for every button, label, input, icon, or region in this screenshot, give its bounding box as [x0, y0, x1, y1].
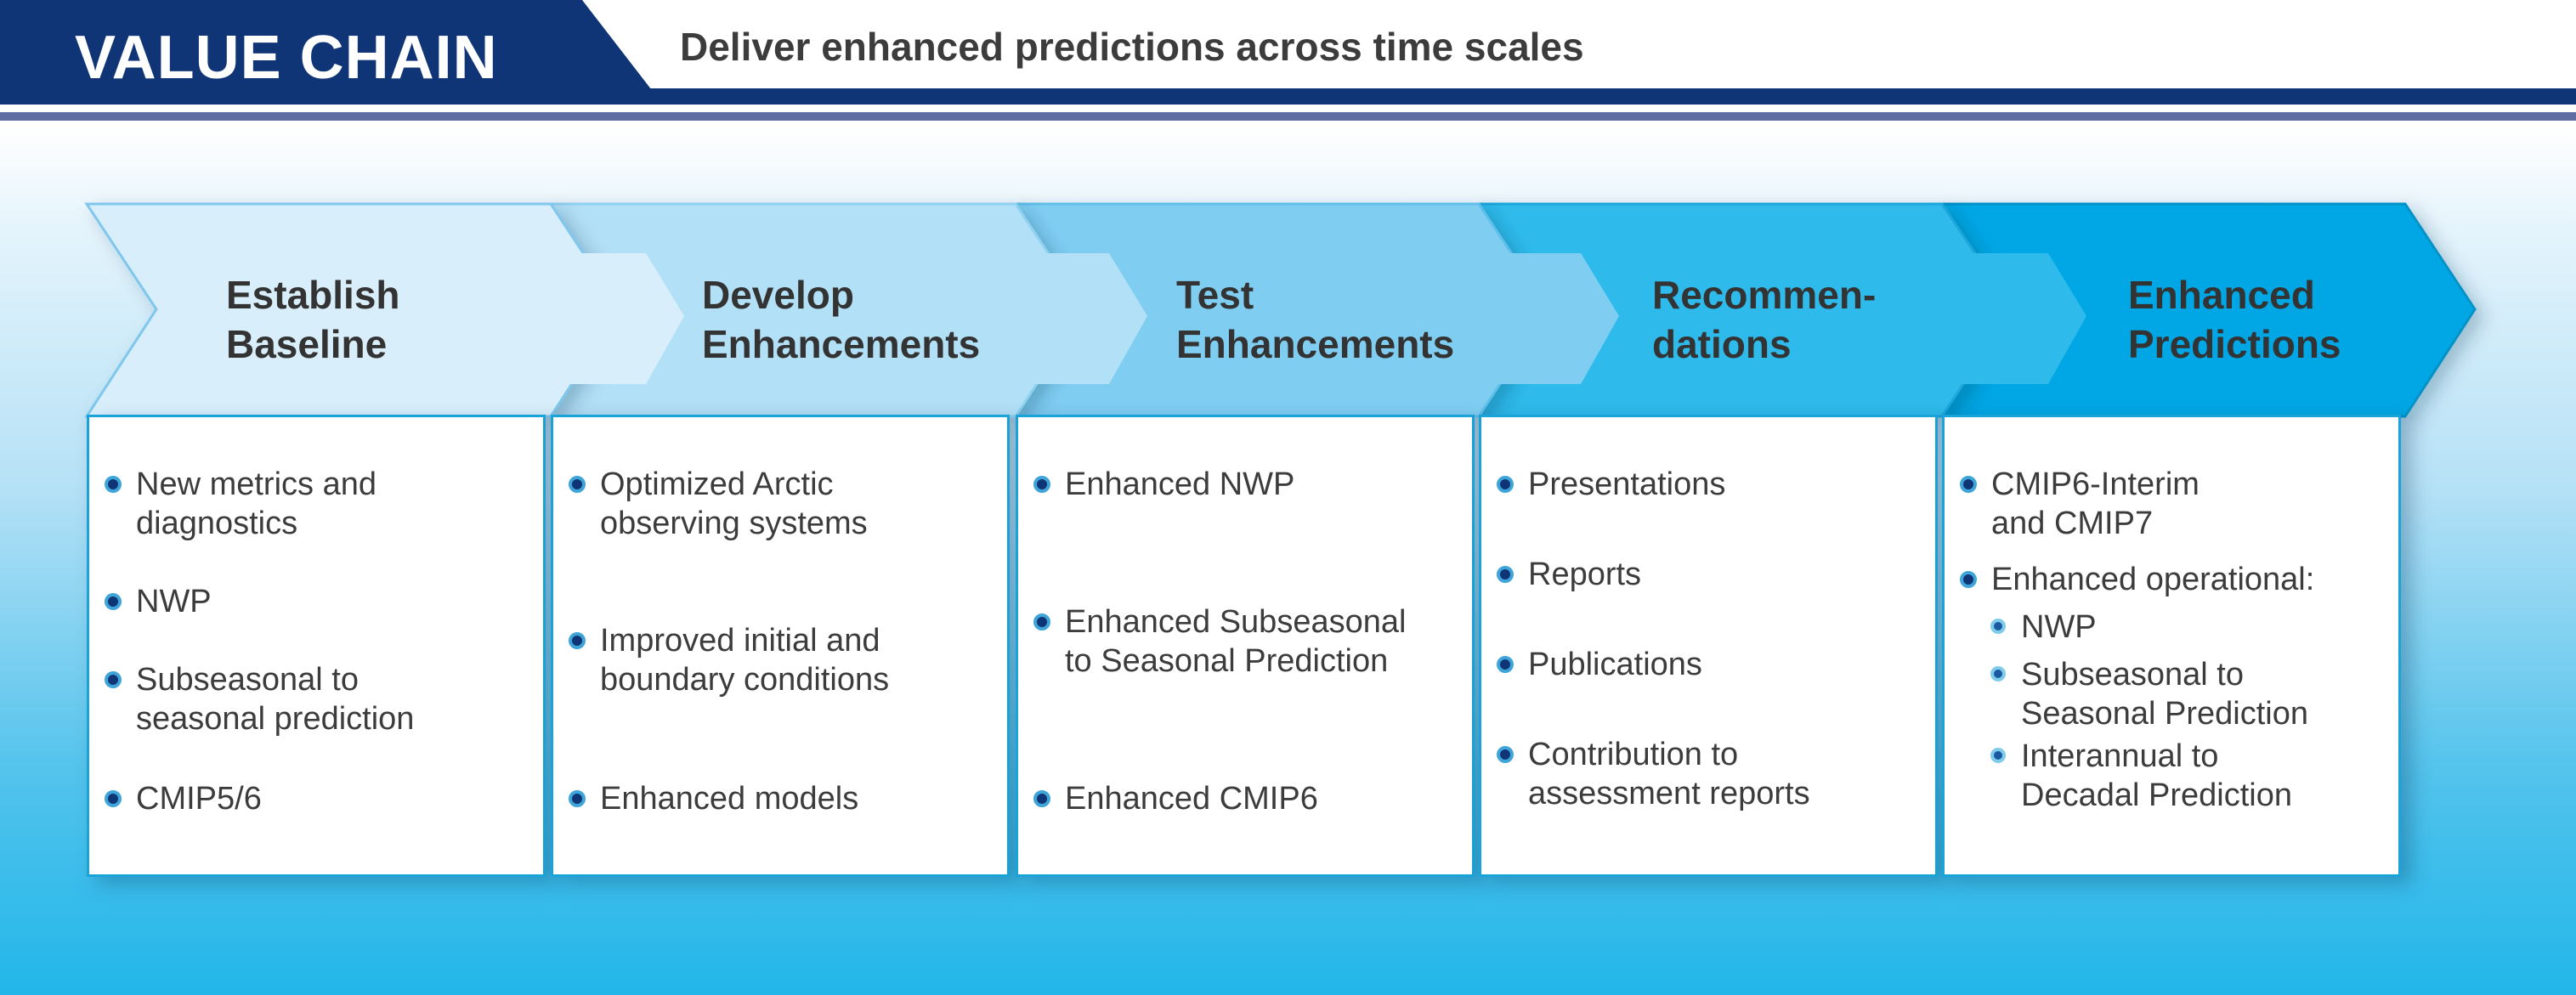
- list-item-line: observing systems: [600, 506, 868, 541]
- list-item-line: NWP: [2021, 609, 2097, 645]
- list-item-line: New metrics and: [136, 466, 376, 502]
- list-item-line: assessment reports: [1528, 776, 1810, 811]
- header-band: [0, 88, 2576, 105]
- list-item-line: NWP: [136, 584, 212, 619]
- header-rule: [0, 112, 2576, 121]
- list-item: Subseasonal to seasonal prediction: [89, 660, 543, 738]
- sub-bullet-icon: [1990, 666, 2006, 681]
- bullet-icon: [569, 632, 586, 649]
- list-item-line: boundary conditions: [600, 662, 890, 698]
- bullet-icon: [1960, 476, 1977, 493]
- bullet-icon: [1033, 790, 1050, 807]
- bullet-icon: [1497, 566, 1514, 583]
- title-tab: [0, 0, 663, 105]
- stage-2-label-line1: Develop: [702, 273, 854, 317]
- list-item-line: Contribution to: [1528, 737, 1739, 772]
- stage-1-label: Establish Baseline: [226, 270, 400, 369]
- stage-4-label: Recommen- dations: [1652, 270, 1876, 369]
- list-item: Contribution to assessment reports: [1481, 735, 1935, 813]
- list-item-line: Enhanced models: [600, 781, 859, 817]
- stage-1-outputs: New metrics and diagnostics NWP Subseaso…: [87, 415, 546, 877]
- stage-3-label-line1: Test: [1176, 273, 1254, 317]
- page-title: VALUE CHAIN: [75, 24, 498, 92]
- list-item-line: Optimized Arctic: [600, 466, 834, 502]
- stage-3-label: Test Enhancements: [1176, 270, 1454, 369]
- list-item: Enhanced models: [553, 779, 1007, 818]
- list-item-line: Seasonal Prediction: [2021, 696, 2308, 732]
- list-item: NWP: [89, 582, 543, 621]
- list-item: Publications: [1481, 645, 1935, 684]
- list-item-line: Decadal Prediction: [2021, 777, 2292, 813]
- inner-arrow-3-tip: [1470, 253, 1619, 384]
- stage-5-outputs: CMIP6-Interim and CMIP7 Enhanced operati…: [1942, 415, 2401, 877]
- bullet-icon: [105, 593, 122, 610]
- list-item-line: seasonal prediction: [136, 701, 415, 737]
- bullet-icon: [1497, 476, 1514, 493]
- bullet-icon: [569, 790, 586, 807]
- stage-1-label-line1: Establish: [226, 273, 400, 317]
- stage-5-label-line2: Predictions: [2128, 322, 2341, 366]
- list-item-line: Enhanced NWP: [1065, 466, 1295, 502]
- bullet-icon: [105, 476, 122, 493]
- stage-4-label-line1: Recommen-: [1652, 273, 1877, 317]
- list-item: Enhanced NWP: [1018, 465, 1472, 504]
- sub-bullet-icon: [1990, 619, 2006, 634]
- bullet-icon: [105, 671, 122, 688]
- list-item-line: to Seasonal Prediction: [1065, 643, 1389, 679]
- stage-4-label-line2: dations: [1652, 322, 1792, 366]
- list-item-line: diagnostics: [136, 506, 298, 541]
- stage-2-label: Develop Enhancements: [702, 270, 980, 369]
- list-item-line: Enhanced operational:: [1991, 562, 2315, 597]
- list-item-line: Improved initial and: [600, 623, 880, 659]
- stage-2-outputs: Optimized Arctic observing systems Impro…: [551, 415, 1010, 877]
- sub-bullet-icon: [1990, 748, 2006, 763]
- bullet-icon: [569, 476, 586, 493]
- sub-list-item: Subseasonal to Seasonal Prediction: [1945, 655, 2398, 733]
- stage-4-outputs: Presentations Reports Publications Contr…: [1479, 415, 1938, 877]
- stage-5-label-line1: Enhanced: [2128, 273, 2315, 317]
- stage-3-outputs: Enhanced NWP Enhanced Subseasonal to Sea…: [1016, 415, 1475, 877]
- list-item-line: CMIP5/6: [136, 781, 262, 817]
- bullet-icon: [1960, 571, 1977, 588]
- bullet-icon: [1497, 746, 1514, 763]
- list-item: Reports: [1481, 555, 1935, 594]
- list-item-line: Interannual to: [2021, 738, 2219, 774]
- list-item: New metrics and diagnostics: [89, 465, 543, 543]
- inner-arrow-2-tip: [1007, 253, 1147, 384]
- list-item: CMIP6-Interim and CMIP7: [1945, 465, 2398, 543]
- list-item: Enhanced Subseasonal to Seasonal Predict…: [1018, 602, 1472, 681]
- list-item: Enhanced operational:: [1945, 560, 2398, 599]
- list-item-line: Publications: [1528, 647, 1702, 682]
- bullet-icon: [1033, 613, 1050, 630]
- stage-3-label-line2: Enhancements: [1176, 322, 1455, 366]
- bullet-icon: [1033, 476, 1050, 493]
- sub-list-item: Interannual to Decadal Prediction: [1945, 737, 2398, 815]
- list-item-line: Subseasonal to: [136, 662, 359, 698]
- list-item: Enhanced CMIP6: [1018, 779, 1472, 818]
- list-item-line: Presentations: [1528, 466, 1726, 502]
- header-bar: VALUE CHAIN Deliver enhanced predictions…: [0, 0, 2576, 127]
- stage-1-label-line2: Baseline: [226, 322, 388, 366]
- list-item-line: Subseasonal to: [2021, 657, 2244, 693]
- list-item-line: CMIP6-Interim: [1991, 466, 2200, 502]
- list-item: Improved initial and boundary conditions: [553, 621, 1007, 699]
- list-item-line: Enhanced CMIP6: [1065, 781, 1318, 817]
- list-item: CMIP5/6: [89, 779, 543, 818]
- list-item-line: Reports: [1528, 557, 1642, 592]
- list-item-line: Enhanced Subseasonal: [1065, 604, 1407, 640]
- bullet-icon: [1497, 656, 1514, 673]
- bullet-icon: [105, 790, 122, 807]
- inner-arrow-1-tip: [544, 253, 684, 384]
- list-item: Optimized Arctic observing systems: [553, 465, 1007, 543]
- page-subtitle: Deliver enhanced predictions across time…: [680, 25, 1584, 69]
- stage-2-label-line2: Enhancements: [702, 322, 981, 366]
- sub-list-item: NWP: [1945, 608, 2398, 647]
- inner-arrow-4-tip: [1933, 253, 2086, 384]
- stage-5-label: Enhanced Predictions: [2128, 270, 2341, 369]
- list-item: Presentations: [1481, 465, 1935, 504]
- list-item-line: and CMIP7: [1991, 506, 2154, 541]
